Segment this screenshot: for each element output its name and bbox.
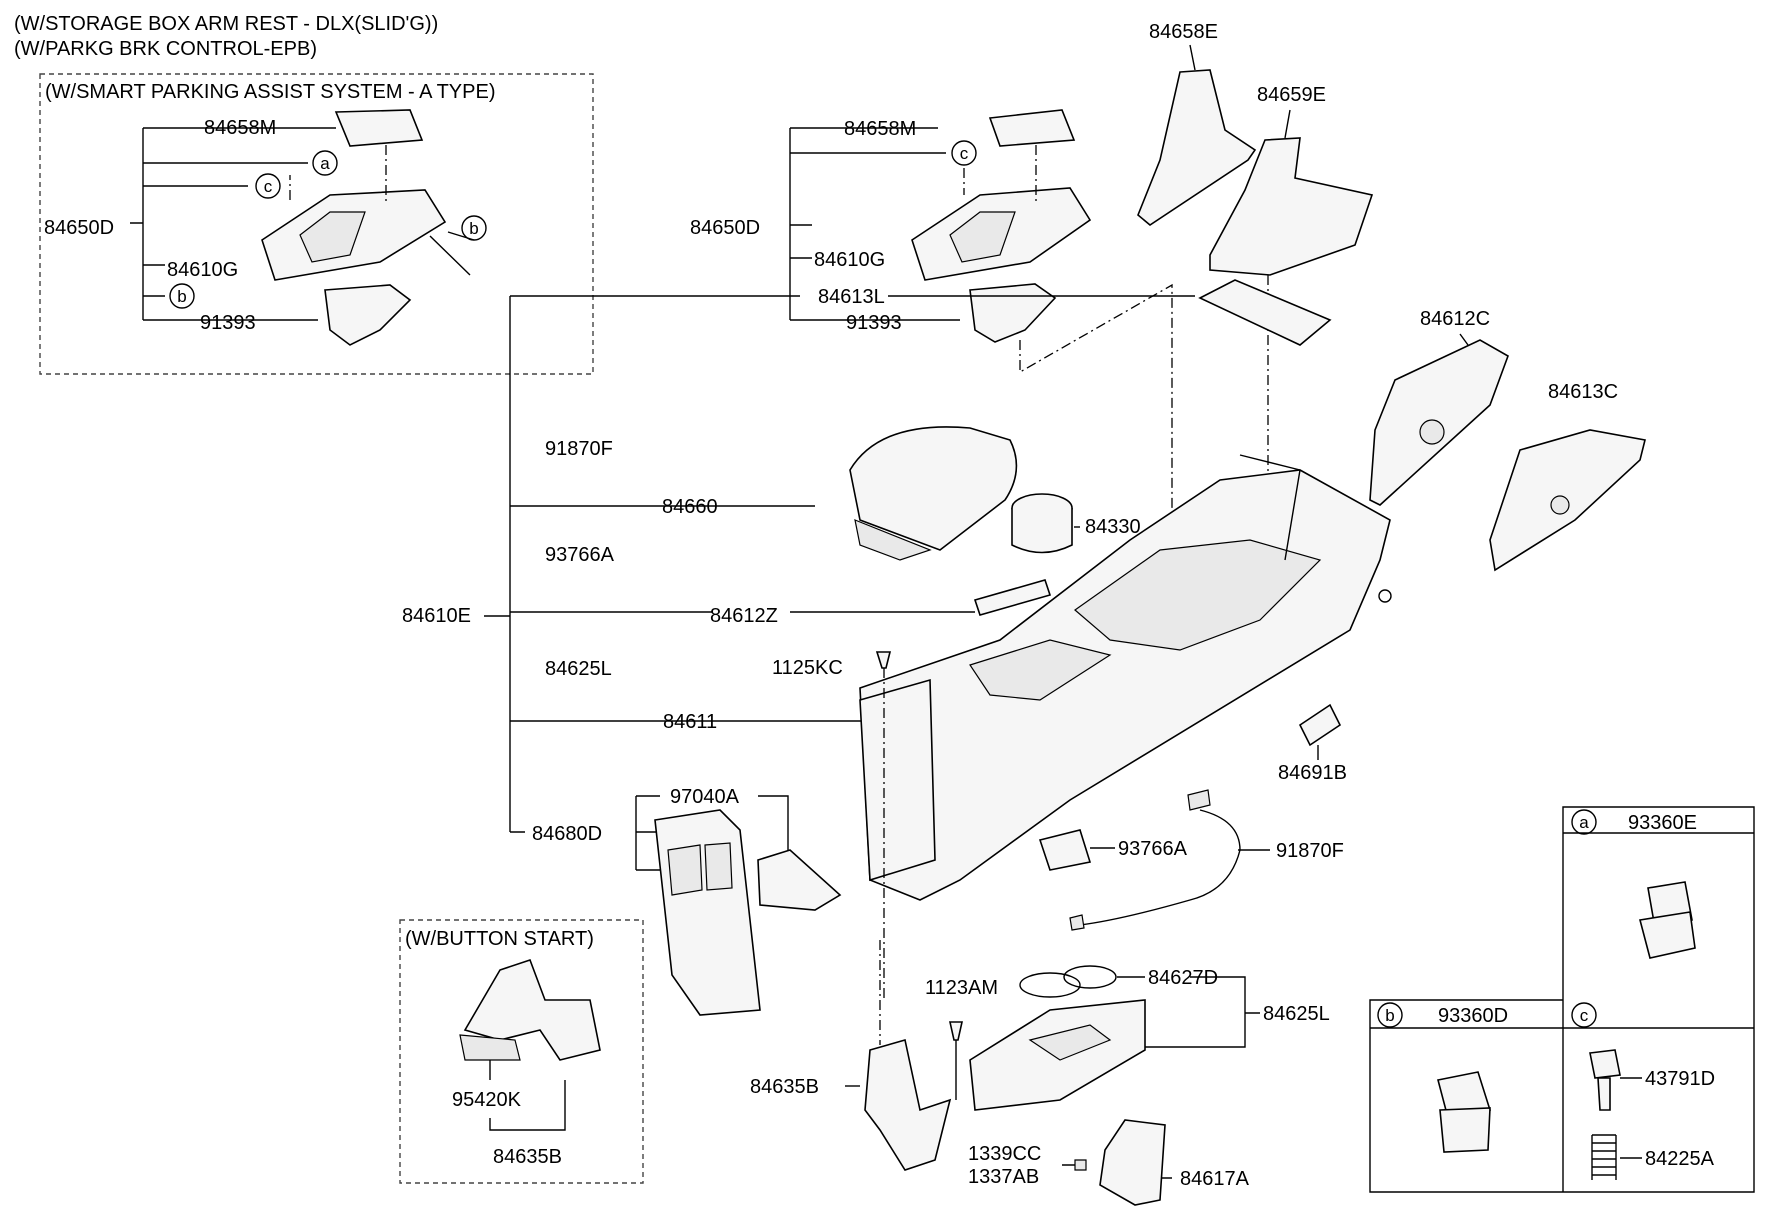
switch-93360E-illustration: [1639, 881, 1696, 959]
mid-label-84610G: 84610G: [814, 249, 885, 271]
spring-84225A-illustration: [1591, 1134, 1642, 1180]
bracket-84691B-illustration: [1298, 703, 1342, 747]
panel-84613C-illustration: [1489, 429, 1646, 572]
label-84625L-tree: 84625L: [545, 658, 612, 680]
legend-callout-b: b: [1377, 1002, 1403, 1028]
bolt-1125KC-illustration: [875, 651, 892, 669]
left-callout-b2: b: [169, 283, 195, 309]
label-84330: 84330: [1085, 516, 1141, 538]
panel-84612C-illustration: [1369, 333, 1509, 506]
label-84627D: 84627D: [1148, 967, 1218, 989]
svg-text:a: a: [320, 154, 330, 173]
label-84613L: 84613L: [818, 286, 885, 308]
label-84612Z: 84612Z: [710, 605, 778, 627]
svg-text:a: a: [1579, 813, 1589, 832]
label-95420K: 95420K: [452, 1089, 522, 1111]
legend-label-84225A: 84225A: [1645, 1148, 1715, 1170]
label-1339CC: 1339CC: [968, 1143, 1041, 1165]
wiring-illustration: [1038, 789, 1270, 931]
label-84691B: 84691B: [1278, 762, 1347, 784]
label-84635B-button: 84635B: [493, 1146, 562, 1168]
mid-callout-c: c: [951, 140, 977, 166]
label-84611: 84611: [663, 711, 717, 733]
mid-label-84650D: 84650D: [690, 217, 760, 239]
bolt-1123AM-illustration: [949, 1021, 963, 1041]
cup-holder-lower-illustration: [969, 965, 1146, 1111]
left-callout-c: c: [255, 173, 281, 199]
svg-text:c: c: [1580, 1006, 1589, 1025]
header-parking-brake: (W/PARKG BRK CONTROL-EPB): [14, 38, 317, 60]
left-label-91393: 91393: [200, 312, 256, 334]
left-tree-lines: [130, 127, 336, 321]
bracket-84617A-illustration: [1099, 1119, 1166, 1206]
legend-callout-a: a: [1571, 809, 1597, 835]
svg-text:c: c: [960, 144, 969, 163]
left-shift-cover-illustration: [261, 109, 475, 346]
bracket-84635B-illustration: [864, 940, 952, 1171]
svg-text:b: b: [177, 287, 186, 306]
left-callout-a: a: [312, 150, 338, 176]
nut-illustration: [1074, 1159, 1087, 1171]
left-label-84658M: 84658M: [204, 117, 276, 139]
cup-holder-84330-illustration: [1011, 493, 1080, 554]
mat-84612Z-illustration: [973, 579, 1052, 616]
cup-holder-tree-lines: [1117, 976, 1260, 1048]
legend-table: [1369, 806, 1755, 1193]
legend-label-93360D: 93360D: [1438, 1005, 1508, 1027]
mid-label-84658M: 84658M: [844, 118, 916, 140]
label-1125KC: 1125KC: [772, 657, 843, 679]
switch-93360D-illustration: [1437, 1071, 1492, 1153]
smart-parking-title: (W/SMART PARKING ASSIST SYSTEM - A TYPE): [45, 81, 495, 103]
label-1337AB: 1337AB: [968, 1166, 1039, 1188]
rear-cover-illustration: [654, 809, 842, 1016]
label-84660: 84660: [662, 496, 718, 518]
button-start-bracket-illustration: [459, 958, 601, 1061]
label-93766A-tree: 93766A: [545, 544, 615, 566]
label-91870F-wire: 91870F: [1276, 840, 1344, 862]
label-84612C: 84612C: [1420, 308, 1490, 330]
mid-tree-lines: [789, 127, 960, 321]
label-84617A: 84617A: [1180, 1168, 1250, 1190]
header-storage-box: (W/STORAGE BOX ARM REST - DLX(SLID'G)): [14, 13, 438, 35]
label-84658E: 84658E: [1149, 21, 1218, 43]
legend-label-43791D: 43791D: [1645, 1068, 1715, 1090]
vent-tree-lines: [635, 795, 789, 871]
label-84680D: 84680D: [532, 823, 602, 845]
console-body-illustration: [859, 454, 1392, 901]
legend-callout-c: c: [1571, 1002, 1597, 1028]
left-label-84610G: 84610G: [167, 259, 238, 281]
main-tree-lines: [484, 295, 1195, 833]
smart-parking-box: [39, 73, 594, 375]
label-1123AM: 1123AM: [925, 977, 998, 999]
legend-label-93360E: 93360E: [1628, 812, 1697, 834]
mid-shift-cover-illustration: [911, 109, 1173, 628]
button-start-box: [399, 919, 644, 1184]
label-84635B: 84635B: [750, 1076, 819, 1098]
left-callout-b1: b: [461, 215, 487, 241]
knob-43791D-illustration: [1589, 1049, 1642, 1111]
svg-text:b: b: [1385, 1006, 1394, 1025]
label-84613C: 84613C: [1548, 381, 1618, 403]
mid-label-91393: 91393: [846, 312, 902, 334]
button-start-tree-lines: [489, 1060, 566, 1131]
label-97040A: 97040A: [670, 786, 740, 808]
left-label-84650D: 84650D: [44, 217, 114, 239]
armrest-84660-illustration: [849, 426, 1018, 561]
button-start-title: (W/BUTTON START): [405, 928, 594, 950]
svg-text:c: c: [264, 177, 273, 196]
armrest-pad-illustration: [1198, 279, 1332, 346]
label-84610E: 84610E: [402, 605, 471, 627]
label-91870F-tree: 91870F: [545, 438, 613, 460]
svg-text:b: b: [469, 219, 478, 238]
label-93766A-wire: 93766A: [1118, 838, 1188, 860]
label-84659E: 84659E: [1257, 84, 1326, 106]
label-84625L-lower: 84625L: [1263, 1003, 1330, 1025]
